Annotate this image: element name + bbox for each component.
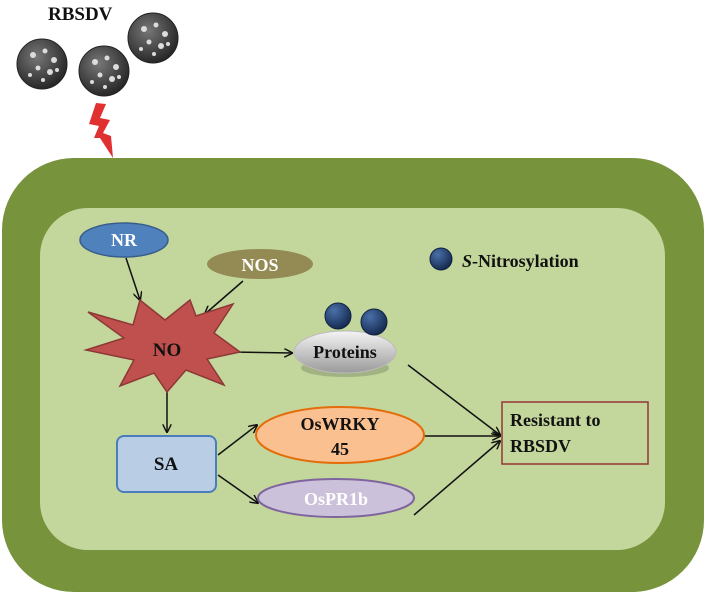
nitrosylation-legend-label: S-Nitrosylation	[462, 251, 579, 271]
arrow-nos-to-no	[205, 280, 244, 314]
arrow-nr-to-no	[125, 257, 140, 300]
no-starburst	[83, 298, 242, 394]
arrow-sa-to-oswrky	[217, 425, 257, 456]
virus-particle-icon	[16, 38, 68, 90]
pathway-arrows	[125, 257, 500, 516]
node-proteins: Proteins	[293, 302, 397, 377]
virus-particles	[16, 12, 179, 97]
node-ospr1b: OsPR1b	[257, 478, 415, 518]
node-sa: SA	[116, 435, 217, 493]
arrow-ospr1b-to-resistant	[413, 441, 500, 516]
node-no-label: NO	[153, 340, 182, 361]
node-nr: NR	[79, 222, 169, 258]
nitrosylation-dot	[360, 308, 388, 336]
node-nos: NOS	[207, 249, 313, 279]
node-resistant-label-line1: Resistant to	[510, 410, 601, 430]
lightning-icon	[89, 103, 113, 158]
virus-particle-icon	[127, 12, 179, 64]
node-resistant-label-line2: RBSDV	[510, 436, 571, 456]
node-resistant: Resistant to RBSDV	[501, 401, 649, 465]
virus-particle-icon	[78, 45, 130, 97]
node-nos-label: NOS	[241, 255, 278, 275]
node-oswrky45-label-line2: 45	[331, 439, 349, 459]
arrow-sa-to-ospr1b	[217, 474, 258, 503]
legend-prefix: S	[462, 251, 472, 271]
legend-suffix: -Nitrosylation	[472, 251, 579, 271]
nitrosylation-legend-dot	[429, 247, 453, 271]
node-oswrky45: OsWRKY 45	[255, 406, 425, 464]
node-sa-label: SA	[154, 454, 179, 475]
node-nr-label: NR	[111, 230, 138, 250]
node-oswrky45-label-line1: OsWRKY	[300, 414, 379, 434]
node-ospr1b-label: OsPR1b	[304, 489, 368, 509]
nitrosylation-dot	[324, 302, 352, 330]
arrow-proteins-to-resistant	[407, 364, 500, 435]
node-no: NO	[83, 298, 242, 394]
node-proteins-label: Proteins	[313, 342, 377, 362]
virus-label: RBSDV	[48, 4, 113, 25]
